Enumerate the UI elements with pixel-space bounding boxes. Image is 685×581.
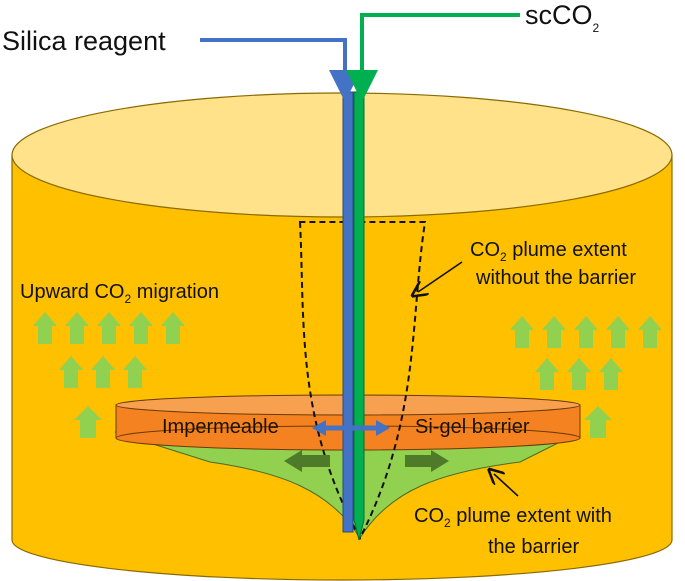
- impermeable-label: Impermeable: [162, 416, 279, 438]
- co2-plume-without-barrier: [298, 221, 427, 541]
- si-gel-barrier: [115, 394, 581, 451]
- plume-with-barrier-label-line2: the barrier: [488, 536, 579, 558]
- injection-well: [342, 91, 365, 541]
- up-arrow: [638, 316, 662, 348]
- up-arrow: [599, 358, 623, 390]
- co2-feed-line: [346, 13, 520, 102]
- plume-side-arrow-left: [284, 450, 330, 472]
- upward-arrows-right: [510, 316, 662, 438]
- up-arrow: [161, 312, 185, 344]
- upward-migration-label: Upward CO2 migration: [20, 281, 219, 306]
- plume-without-barrier-label-line2: without the barrier: [475, 267, 636, 289]
- silica-feed-line: [200, 38, 361, 102]
- up-arrow: [97, 312, 121, 344]
- leader-with-barrier: [494, 474, 519, 497]
- lateral-spread-arrow: [312, 420, 390, 436]
- silica-pipe: [342, 91, 354, 533]
- upward-arrows-left: [33, 312, 185, 438]
- up-arrow: [606, 316, 630, 348]
- leader-without-barrier: [418, 261, 463, 292]
- up-arrow: [74, 406, 102, 438]
- up-arrow: [535, 358, 559, 390]
- up-arrow: [33, 312, 57, 344]
- cylinder-body: [11, 154, 673, 581]
- up-arrow: [123, 356, 147, 388]
- up-arrow: [542, 316, 566, 348]
- si-gel-barrier-label: Si-gel barrier: [415, 416, 530, 438]
- cylinder-top: [11, 92, 673, 218]
- scco2-label: scCO2: [525, 0, 600, 35]
- up-arrow: [510, 316, 534, 348]
- up-arrow: [574, 316, 598, 348]
- up-arrow: [129, 312, 153, 344]
- co2-pipe: [353, 91, 365, 541]
- plume-with-barrier-label: CO2 plume extent with: [414, 505, 612, 530]
- silica-reagent-label: Silica reagent: [2, 26, 166, 56]
- up-arrow: [584, 406, 612, 438]
- up-arrow: [59, 356, 83, 388]
- plume-without-barrier-label: CO2 plume extent: [470, 239, 627, 264]
- plume-side-arrow-right: [405, 450, 449, 472]
- up-arrow: [91, 356, 115, 388]
- up-arrow: [567, 358, 591, 390]
- up-arrow: [65, 312, 89, 344]
